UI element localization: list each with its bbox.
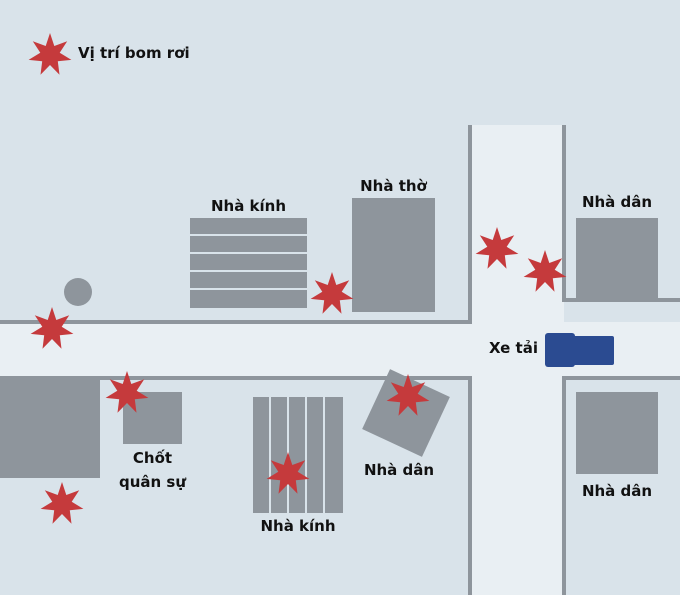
church-label: Nhà thờ [360, 177, 427, 195]
checkpoint-label-line2: quân sự [118, 473, 187, 491]
round-structure [64, 278, 92, 306]
bomb-site-star-icon [523, 250, 567, 292]
greenhouse-bottom-label: Nhà kính [260, 517, 336, 535]
truck-icon [545, 333, 614, 367]
bomb-site-star-icon [475, 227, 519, 269]
bomb-site-star-icon [386, 374, 430, 416]
house-top-right [576, 218, 658, 300]
house-rotated [362, 369, 450, 457]
house-rotated-label: Nhà dân [363, 461, 435, 479]
bomb-site-star-icon [30, 307, 74, 349]
bomb-site-star-icon [40, 482, 84, 524]
house-bottom-right-label: Nhà dân [581, 482, 653, 500]
church-building [352, 198, 435, 312]
bomb-site-star-icon [310, 272, 354, 314]
building-bottom-left [0, 380, 100, 478]
greenhouse-bottom [253, 397, 343, 513]
bomb-site-star-icon [266, 452, 310, 494]
greenhouse-top [190, 218, 307, 308]
house-bottom-right [576, 392, 658, 474]
greenhouse-top-label: Nhà kính [210, 197, 287, 215]
legend-star-icon [28, 33, 72, 75]
bomb-site-star-icon [105, 371, 149, 413]
house-top-right-label: Nhà dân [581, 193, 653, 211]
checkpoint-label-line1: Chốt [132, 449, 173, 467]
legend-label: Vị trí bom rơi [78, 44, 190, 62]
truck-label: Xe tải [489, 339, 538, 357]
